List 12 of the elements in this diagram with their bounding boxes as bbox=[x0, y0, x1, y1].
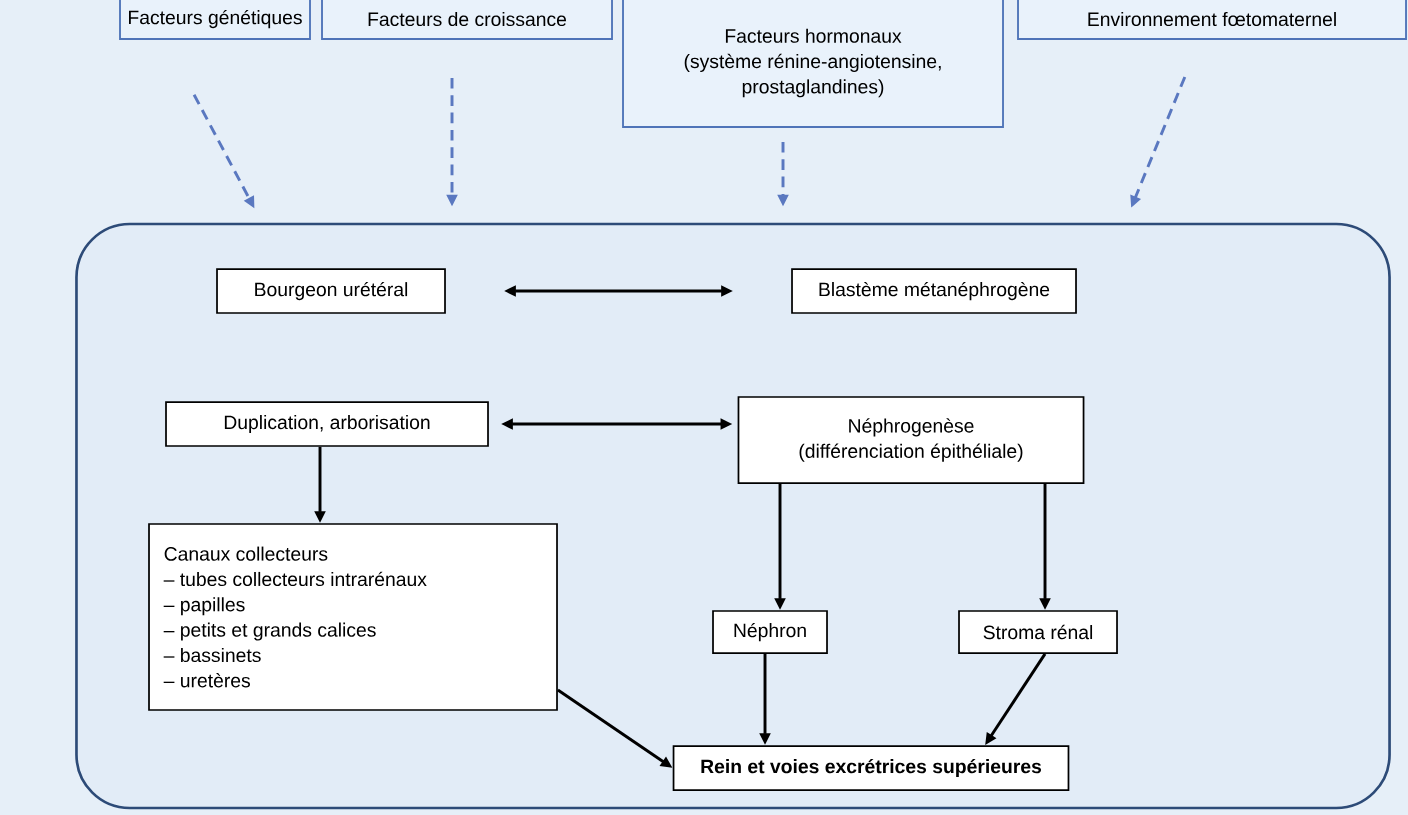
process-box: Stroma rénal bbox=[958, 610, 1118, 654]
factor-box: Facteurs de croissance bbox=[321, 0, 613, 40]
factor-box: Facteurs hormonaux (système rénine-angiotensine, prostaglandines) bbox=[622, 0, 1004, 128]
result-box: Rein et voies excrétrices supérieures bbox=[672, 745, 1070, 791]
process-box: Blastème métanéphrogène bbox=[791, 268, 1077, 314]
factor-box: Environnement fœtomaternel bbox=[1017, 0, 1407, 40]
factor-box: Facteurs génétiques bbox=[119, 0, 311, 40]
process-box: Bourgeon urétéral bbox=[216, 268, 446, 314]
list-box: Canaux collecteurs – tubes collecteurs intrarénaux – papilles – petits et grands calices – bassinets – uretères bbox=[148, 523, 558, 711]
process-box: Duplication, arborisation bbox=[165, 401, 489, 447]
process-box: Néphron bbox=[712, 610, 828, 654]
process-box: Néphrogenèse (différenciation épithéliale) bbox=[737, 396, 1085, 484]
